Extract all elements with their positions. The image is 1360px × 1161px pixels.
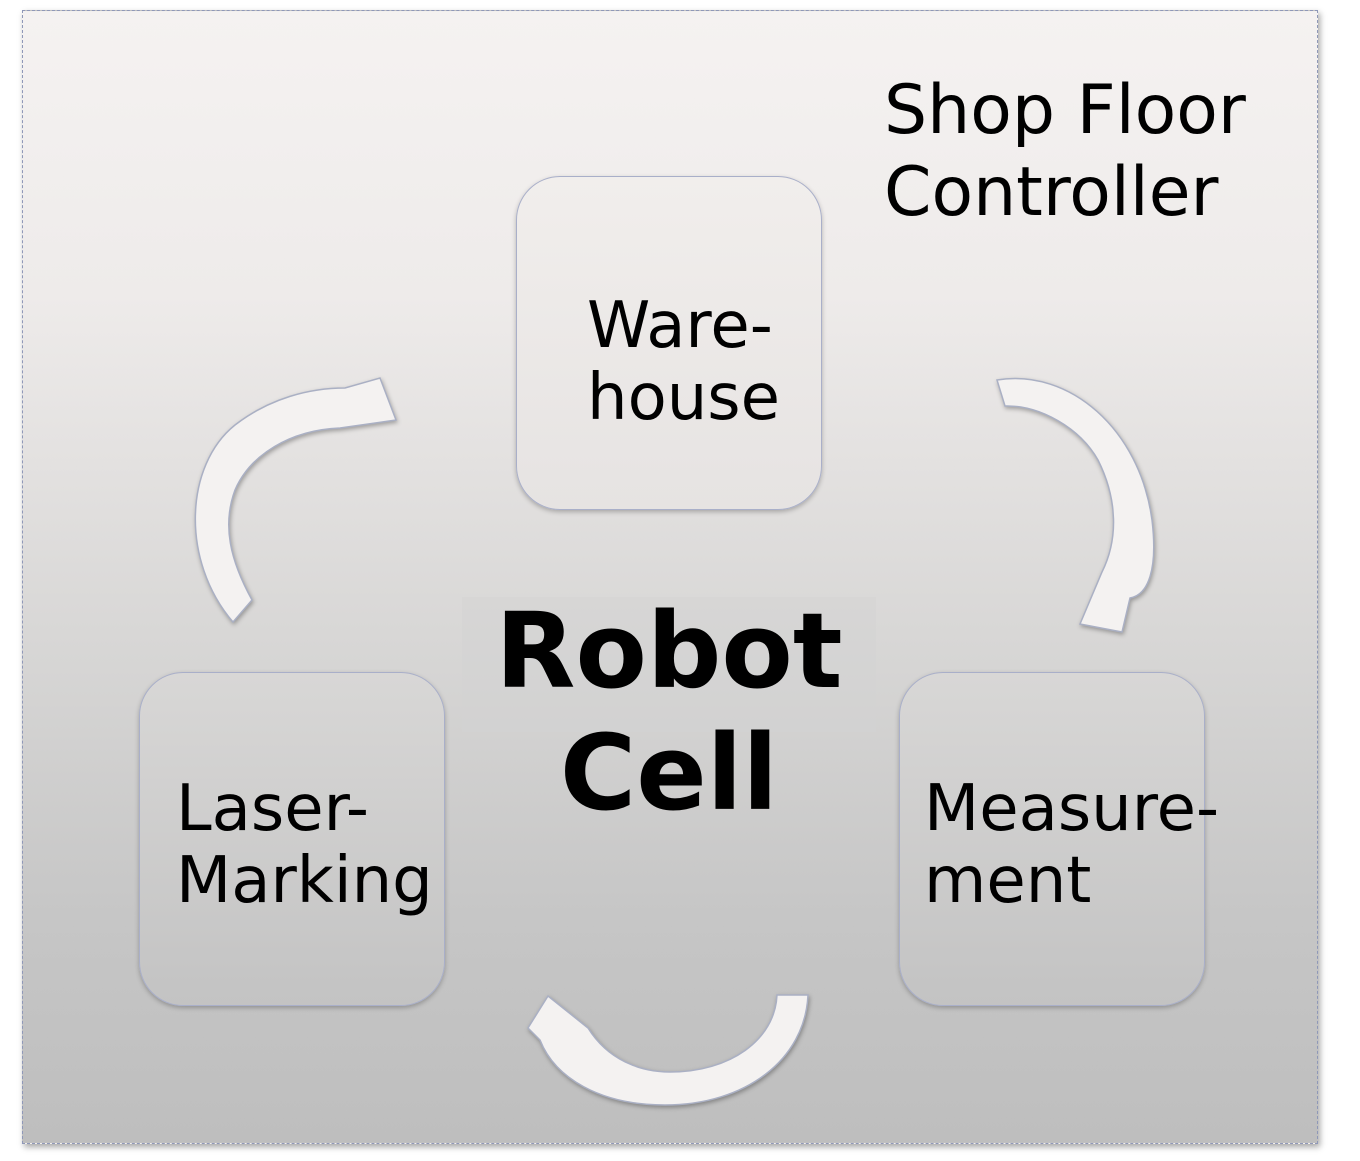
center-label: Robot Cell	[495, 590, 843, 834]
diagram-title: Shop Floor Controller	[884, 71, 1246, 232]
node-warehouse-label: Ware- house	[587, 289, 780, 435]
node-laser-marking-label: Laser- Marking	[176, 772, 433, 918]
arrow-measurement-to-laser	[527, 994, 809, 1106]
arrow-warehouse-to-measurement	[996, 377, 1155, 633]
node-measurement-label: Measure- ment	[924, 772, 1220, 918]
node-warehouse: Ware- house	[516, 176, 822, 510]
center-label-background	[462, 597, 876, 732]
arrow-laser-to-warehouse	[194, 377, 398, 624]
node-laser-marking: Laser- Marking	[139, 672, 445, 1006]
node-measurement: Measure- ment	[899, 672, 1219, 1006]
